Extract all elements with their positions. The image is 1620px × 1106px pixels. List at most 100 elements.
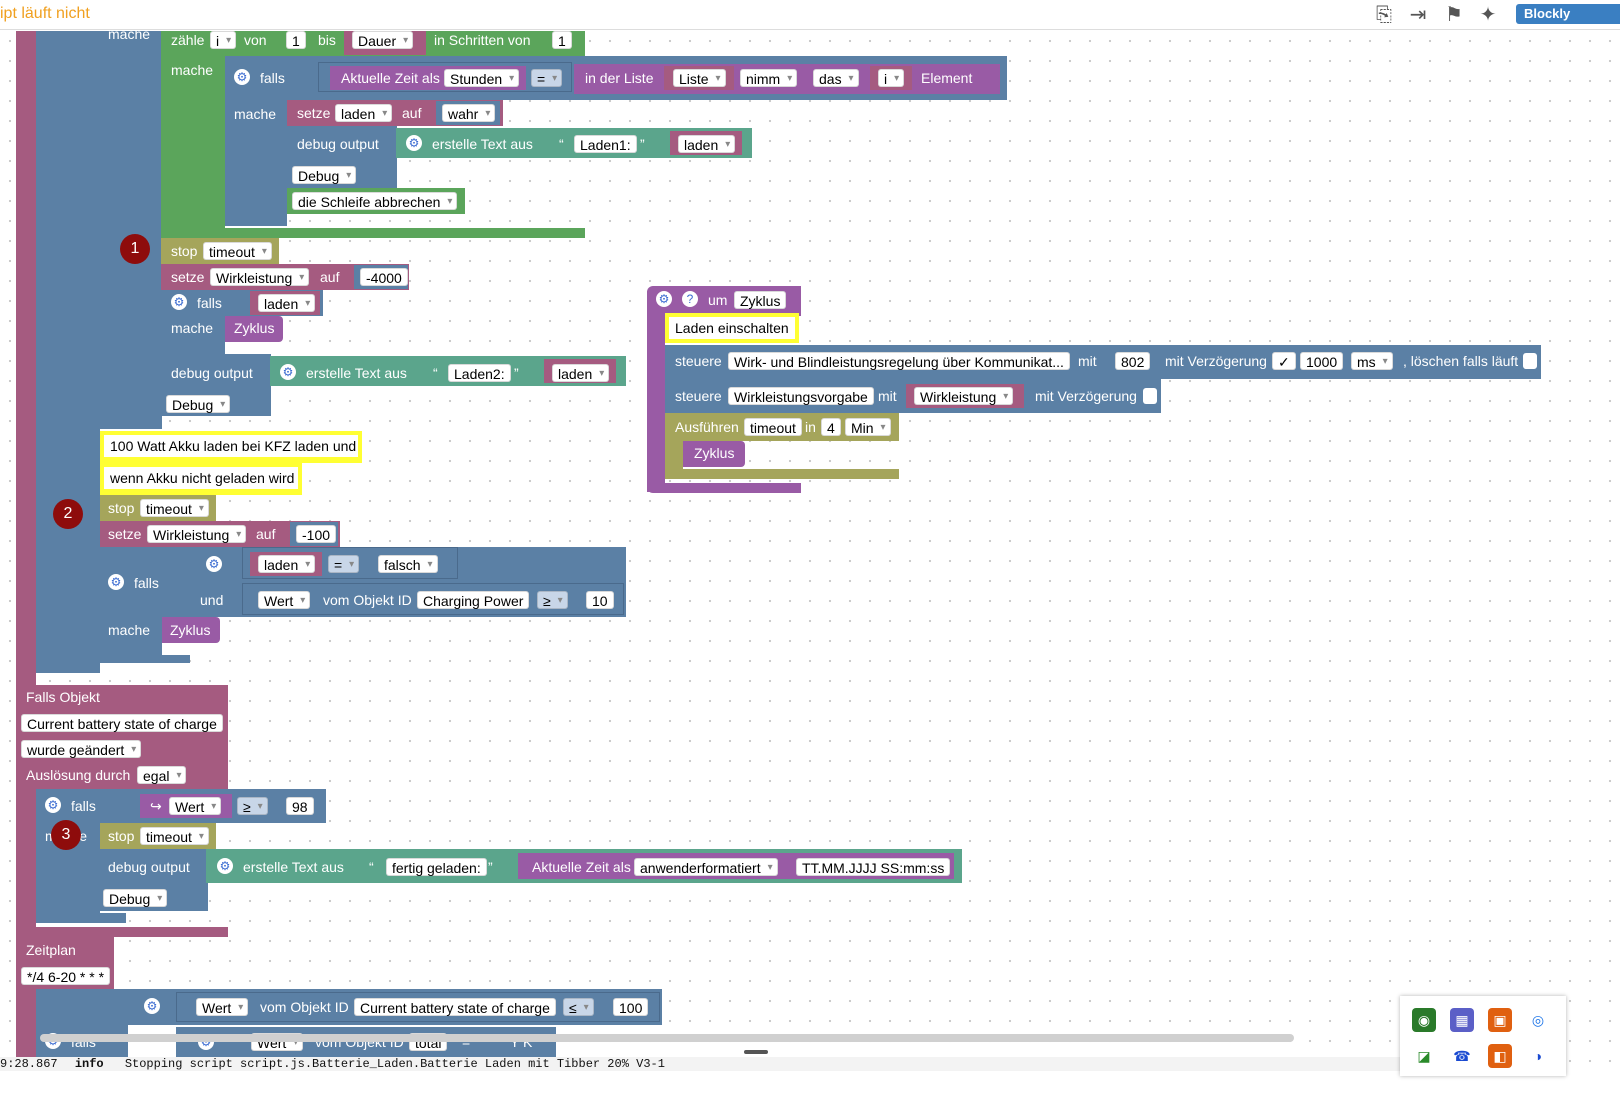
timer-dropdown[interactable]: timeout xyxy=(140,827,209,846)
var-laden-dropdown[interactable]: laden xyxy=(335,104,393,123)
checkered-flag-icon[interactable]: ⚑ xyxy=(1445,4,1463,26)
number-field[interactable]: 10 xyxy=(586,591,614,609)
object-id-field[interactable]: Current battery state of charge xyxy=(21,714,223,732)
on-change-block[interactable] xyxy=(16,685,228,789)
var-laden-dropdown[interactable]: laden xyxy=(552,364,610,383)
debug-level-dropdown[interactable]: Debug xyxy=(103,889,168,908)
gear-icon[interactable]: ⚙ xyxy=(171,294,187,310)
timer-dropdown[interactable]: timeout xyxy=(140,499,209,518)
gear-icon[interactable]: ⚙ xyxy=(280,364,296,380)
gear-icon[interactable]: ⚙ xyxy=(45,797,61,813)
comment-block[interactable]: 100 Watt Akku laden bei KFZ laden und xyxy=(100,431,362,463)
debug-level-dropdown[interactable]: Debug xyxy=(166,395,231,414)
gear-icon[interactable]: ⚙ xyxy=(206,556,222,572)
comment-block[interactable]: Laden einschalten xyxy=(665,313,799,343)
call-zyklus-3[interactable] xyxy=(683,441,745,467)
function-name-field[interactable]: Zyklus xyxy=(734,291,787,309)
string-field[interactable]: fertig geladen: xyxy=(386,858,487,876)
take-dropdown[interactable]: nimm xyxy=(740,69,798,88)
to-var-dropdown[interactable]: Dauer xyxy=(352,31,414,50)
gear-icon[interactable]: ⚙ xyxy=(406,135,422,151)
blockly-workspace[interactable]: mache zähle i von 1 bis Dauer in Schritt… xyxy=(0,31,1620,1071)
delay-field[interactable]: 4 xyxy=(821,418,841,436)
value-type-dropdown[interactable]: Wert xyxy=(196,998,249,1017)
export-icon[interactable]: ⎘ xyxy=(1376,4,1392,26)
edge-icon[interactable]: ◎ xyxy=(1531,1012,1545,1028)
delay-checkbox[interactable]: ✓ xyxy=(1272,352,1296,370)
object-id-field[interactable]: Wirk- und Blindleistungsregelung über Ko… xyxy=(728,352,1070,370)
delay-ms-field[interactable]: 1000 xyxy=(1300,352,1344,370)
comment-block[interactable]: wenn Akku nicht geladen wird xyxy=(100,463,302,495)
create-text-label: erstelle Text aus xyxy=(432,136,533,152)
format-pattern-field[interactable]: TT.MM.JJJJ SS:mm:ss xyxy=(796,858,951,876)
clear-checkbox[interactable] xyxy=(1523,353,1537,369)
mode-dropdown[interactable]: das xyxy=(813,69,859,88)
timer-name-field[interactable]: timeout xyxy=(744,418,802,436)
compare-op-dropdown[interactable]: = xyxy=(328,555,360,574)
time-unit-dropdown[interactable]: Min xyxy=(845,418,891,437)
compare-op-dropdown[interactable]: ≥ xyxy=(537,591,568,610)
number-field[interactable]: 98 xyxy=(286,797,314,815)
break-dropdown[interactable]: die Schleife abbrechen xyxy=(292,192,458,211)
compare-op-dropdown[interactable]: ≤ xyxy=(563,998,594,1017)
number-field[interactable]: 802 xyxy=(1115,352,1151,370)
debug-level-dropdown[interactable]: Debug xyxy=(292,166,357,185)
var-wirkleistung-dropdown[interactable]: Wirkleistung xyxy=(147,525,247,544)
gear-icon[interactable]: ⚙ xyxy=(144,998,160,1014)
comment-line-2[interactable]: wenn Akku nicht geladen wird xyxy=(104,467,298,489)
phone-icon[interactable]: ☎ xyxy=(1453,1048,1471,1064)
time-unit-dropdown[interactable]: ms xyxy=(1351,352,1393,371)
blockly-tab[interactable]: Blockly xyxy=(1516,4,1620,24)
list-var-dropdown[interactable]: Liste xyxy=(673,69,726,88)
delay-checkbox[interactable] xyxy=(1143,388,1157,404)
comment-text[interactable]: Laden einschalten xyxy=(669,317,795,339)
call-zyklus-2[interactable] xyxy=(162,617,220,643)
ccu-icon[interactable]: ◧ xyxy=(1488,1044,1512,1068)
changed-dropdown[interactable]: wurde geändert xyxy=(21,740,142,759)
number-field[interactable]: 100 xyxy=(613,998,649,1016)
bool-dropdown[interactable]: falsch xyxy=(378,555,438,574)
gear-icon[interactable]: ⚙ xyxy=(234,69,250,85)
sparkle-icon[interactable]: ✦ xyxy=(1479,4,1497,26)
call-zyklus-1[interactable] xyxy=(225,316,283,342)
object-id-field[interactable]: Charging Power xyxy=(417,591,530,609)
horizontal-scrollbar[interactable] xyxy=(40,1034,1294,1042)
string-field[interactable]: Laden1: xyxy=(574,135,637,153)
format-dropdown[interactable]: anwenderformatiert xyxy=(634,858,778,877)
loop-var-dropdown[interactable]: i xyxy=(210,31,237,50)
import-icon[interactable]: ⇥ xyxy=(1409,4,1427,26)
string-field[interactable]: Laden2: xyxy=(448,364,511,382)
timer-dropdown[interactable]: timeout xyxy=(203,242,272,261)
value-type-dropdown[interactable]: Wert xyxy=(169,797,222,816)
number-field[interactable]: -4000 xyxy=(360,268,408,286)
value-type-dropdown[interactable]: Wert xyxy=(258,591,311,610)
app-icon[interactable]: ▣ xyxy=(1488,1008,1512,1032)
teams-icon[interactable]: ▦ xyxy=(1450,1008,1474,1032)
object-id-field[interactable]: Current battery state of charge xyxy=(354,998,556,1016)
gear-icon[interactable]: ⚙ xyxy=(108,574,124,590)
bool-dropdown[interactable]: wahr xyxy=(442,104,496,123)
help-icon[interactable]: ? xyxy=(682,291,698,307)
gear-icon[interactable]: ⚙ xyxy=(217,858,233,874)
gear-icon[interactable]: ⚙ xyxy=(656,291,672,307)
compare-op-dropdown[interactable]: = xyxy=(531,69,563,88)
from-field[interactable]: 1 xyxy=(286,31,306,49)
object-id-field[interactable]: Wirkleistungsvorgabe xyxy=(728,387,874,405)
bluetooth-icon[interactable]: ◑ xyxy=(1533,1048,1543,1064)
step-field[interactable]: 1 xyxy=(552,31,572,49)
var-laden-dropdown[interactable]: laden xyxy=(678,135,736,154)
var-wirkleistung-dropdown[interactable]: Wirkleistung xyxy=(210,268,310,287)
compare-op-dropdown[interactable]: ≥ xyxy=(237,797,268,816)
comment-line-1[interactable]: 100 Watt Akku laden bei KFZ laden und xyxy=(104,435,358,457)
splitter-handle[interactable] xyxy=(744,1050,768,1054)
time-unit-dropdown[interactable]: Stunden xyxy=(444,69,520,88)
var-laden-dropdown[interactable]: laden xyxy=(258,555,316,574)
vpn-icon[interactable]: ◪ xyxy=(1417,1048,1431,1064)
index-var-dropdown[interactable]: i xyxy=(878,69,905,88)
cron-field[interactable]: */4 6-20 * * * xyxy=(21,967,111,985)
var-wirkleistung-dropdown[interactable]: Wirkleistung xyxy=(914,387,1014,406)
number-field[interactable]: -100 xyxy=(296,525,337,543)
trigger-dropdown[interactable]: egal xyxy=(137,766,187,785)
nvidia-icon[interactable]: ◉ xyxy=(1412,1008,1436,1032)
var-laden-dropdown[interactable]: laden xyxy=(258,294,316,313)
